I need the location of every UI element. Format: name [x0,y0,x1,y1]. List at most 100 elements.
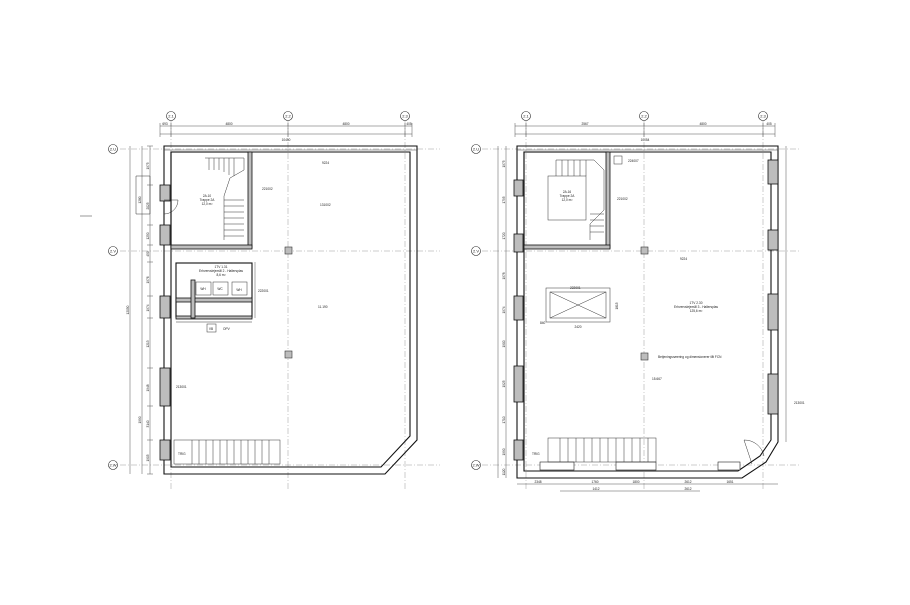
core-width-label: 2420 [574,325,581,329]
dim-left-8: 1948 [146,384,150,391]
dim-top-3: 405 [766,122,772,126]
stair-room-number: 2A.10 [203,194,212,198]
grid-bubble-top-3: 2.3 [758,111,768,121]
dim-left-3: 1250 [146,232,150,239]
svg-text:2.2: 2.2 [641,114,647,119]
grid-bubble-top-1: 2.1 [166,111,176,121]
main-area-label: 11.190 [318,305,328,309]
small-code-label: 224007 [628,159,639,163]
svg-text:2.1: 2.1 [168,114,174,119]
grid-bubble-left-1: 2.U [471,144,481,154]
grid-bubble-left-3: 2.W [471,460,481,470]
grid-bubble-left-2: 2.V [471,246,481,256]
dim-left-1: 1975 [502,160,506,167]
stair-room-name: Trappe 2A [560,194,576,198]
stair-room-number: 2A.16 [563,190,572,194]
svg-text:2.V: 2.V [473,249,479,254]
dim-bottom-3: 1800 [632,480,639,484]
svg-text:2.W: 2.W [109,463,116,468]
stair-room-area: 12,0 m² [202,202,213,206]
left-floor-plan: 2.1 2.2 2.3 2.U 2.V 2.W 693 4800 4800 40… [80,111,440,490]
room-code-label: 221002 [262,187,273,191]
wall-code-label: 213001 [794,401,805,405]
dim-bottom-1: 2348 [534,480,541,484]
dim-left-3: 1720 [502,232,506,239]
dim-top-4: 405 [406,122,412,126]
svg-text:2.U: 2.U [110,147,116,152]
dim-left-4: 1978 [502,272,506,279]
dim-left-5: 1976 [146,276,150,283]
core-room-name: Erhvervslejemål 2 - Hallersplas [199,269,243,273]
dim-left-10: 1120 [502,468,506,475]
inner-width-label: 9224 [322,161,329,165]
fixture-wh-2: WH [236,288,242,292]
dim-bottom-7: 2612 [684,487,691,491]
main-room-name: Erhvervslejemål 3 - Hallersplas [674,305,718,309]
main-code-label: 131002 [320,203,331,207]
grid-bubble-top-1: 2.1 [521,111,531,121]
dim-left-11: 1280 [138,196,142,203]
dim-left-1: 1975 [146,162,150,169]
right-floor-plan: 2.1 2.2 2.3 2.U 2.V 2.W 2567 4800 405 10… [471,111,805,492]
fixture-opv: OPV [223,327,231,331]
fixture-wh-1: WH [200,287,206,291]
grid-bubble-top-2: 2.2 [283,111,293,121]
fixture-wc: WC [217,287,223,291]
stair-room-name: Trappe 2A [200,198,216,202]
dim-left-9: 3140 [146,420,150,427]
dim-top-3: 4800 [342,122,349,126]
svg-text:2.3: 2.3 [402,114,408,119]
dim-top-total: 10450 [282,138,291,142]
dim-left-9: 1990 [502,448,506,455]
dim-left-2: 2025 [146,202,150,209]
inner-width-label: 9224 [680,257,687,261]
grid-bubble-top-2: 2.2 [639,111,649,121]
main-room-number: 1TV 2.30 [690,301,703,305]
svg-text:2.V: 2.V [110,249,116,254]
fixture-vb: VB [209,327,213,331]
dim-top-total: 10054 [641,138,650,142]
dim-top-2: 4800 [699,122,706,126]
dim-top-2: 4800 [225,122,232,126]
room-code-label: 221002 [617,197,628,201]
dim-bottom-2: 1760 [591,480,598,484]
main-room-area: 125,6 m² [690,309,703,313]
dim-left-6: 1974 [146,304,150,311]
svg-text:2.1: 2.1 [523,114,529,119]
grid-bubble-left-2: 2.V [108,246,118,256]
dim-left-12: 1990 [138,416,142,423]
svg-text:2.3: 2.3 [760,114,766,119]
dim-left-7: 1213 [146,340,150,347]
wall-code-label: 213001 [176,385,187,389]
core-room-number: 1TV 1.31 [215,265,228,269]
stair-tag: TRIG [178,452,186,456]
dim-left-5: 1974 [502,306,506,313]
dim-left-10: 1905 [146,454,150,461]
stair-room-area: 12,0 m² [562,198,573,202]
core-room-area: 8,6 m² [216,273,225,277]
dim-left-2: 1795 [502,196,506,203]
dim-bottom-4: 2612 [684,480,691,484]
grid-bubble-left-1: 2.U [108,144,118,154]
core-code-label: 222001 [570,286,581,290]
dim-bottom-6: 1412 [592,487,599,491]
grid-bubble-left-3: 2.W [108,460,118,470]
note-label: Betjeningsrørering og dimensionerer fåt … [658,355,722,359]
dim-left-6: 1900 [502,340,506,347]
dim-left-8: 1710 [502,416,506,423]
svg-text:2.2: 2.2 [285,114,291,119]
main-area-label: 15.667 [652,377,662,381]
core-code-label: 222001 [258,289,269,293]
svg-text:2.W: 2.W [472,463,479,468]
dim-left-overall: 12050 [126,305,130,314]
dim-left-7: 1925 [502,380,506,387]
dim-top-1: 2567 [581,122,588,126]
dim-bottom-5: 1651 [726,480,733,484]
stair-tag: TRIG [532,452,540,456]
dim-top-1: 693 [162,122,168,126]
grid-bubble-top-3: 2.3 [400,111,410,121]
svg-text:2.U: 2.U [473,147,479,152]
dim-left-4: 450 [146,251,150,257]
core-side-dim: 1815 [615,302,619,309]
